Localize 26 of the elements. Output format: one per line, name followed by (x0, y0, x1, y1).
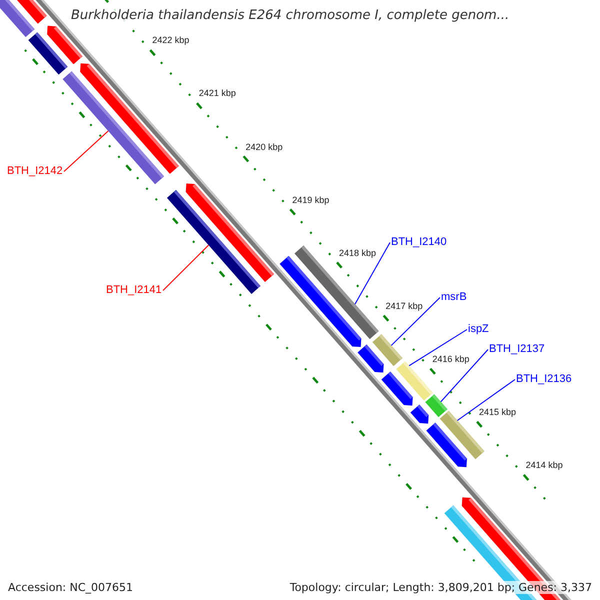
scale-label: 2419 kbp (292, 194, 330, 206)
leader-line (408, 329, 468, 366)
leader-line (354, 242, 390, 305)
gene-label: BTH_I2140 (391, 236, 447, 249)
scale-label: 2417 kbp (386, 300, 423, 312)
gene-label: BTH_I2142 (7, 165, 63, 178)
leader-line (440, 349, 488, 402)
scale-label: 2418 kbp (338, 248, 376, 259)
leader-line (64, 130, 109, 172)
scale-label: 2421 kbp (198, 88, 236, 100)
scale-label: 2415 kbp (479, 406, 516, 418)
leader-line (390, 297, 440, 346)
gene-label: ispZ (468, 323, 489, 336)
leader-line (456, 379, 516, 422)
gene-label: BTH_I2136 (516, 373, 572, 386)
scale-label: 2422 kbp (152, 35, 190, 46)
scale-label: 2420 kbp (246, 142, 283, 152)
scale-label: 2416 kbp (432, 354, 470, 365)
genome-summary-text: Topology: circular; Length: 3,809,201 bp; Genes: 3,337 (288, 581, 594, 594)
gene-label: BTH_I2137 (489, 343, 545, 356)
gene-feature (166, 190, 260, 294)
gene-label: msrB (441, 291, 467, 304)
scale-label: 2414 kbp (526, 460, 563, 472)
gene-label: BTH_I2141 (106, 284, 162, 297)
leader-line (162, 244, 210, 291)
gene-feature (425, 394, 448, 418)
